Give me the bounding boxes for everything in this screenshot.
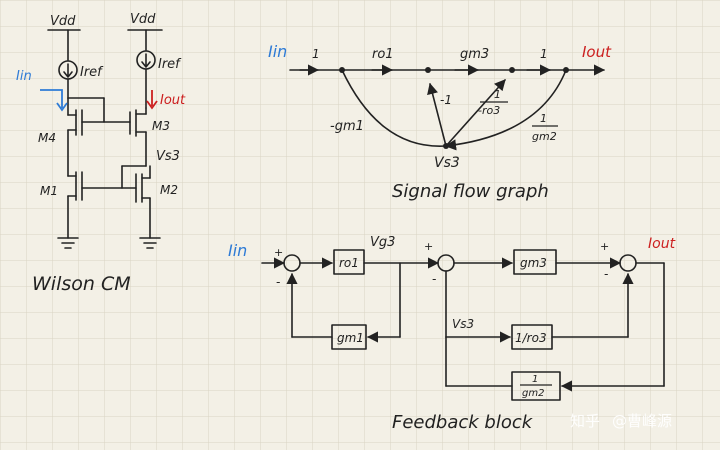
- sign-plus-1: +: [274, 246, 283, 259]
- sfg-neg-1-label: -1: [440, 93, 452, 107]
- sign-minus-3: -: [604, 267, 608, 281]
- m2-label: M2: [160, 183, 178, 197]
- wilson-caption: Wilson CM: [32, 273, 131, 295]
- fb-gm1-text: gm1: [337, 331, 364, 345]
- sfg-iout-label: Iout: [582, 43, 612, 61]
- iout-label: Iout: [160, 93, 186, 108]
- sfg-ro3-num: 1: [494, 88, 501, 101]
- sfg-gm2-den: gm2: [532, 130, 557, 143]
- iref-left-label: Iref: [80, 65, 104, 80]
- sfg-gain-1-left: 1: [312, 47, 320, 61]
- fb-caption: Feedback block: [392, 412, 534, 433]
- fb-inv-gm2-den: gm2: [522, 388, 544, 399]
- fb-inv-gm2-num: 1: [532, 374, 538, 385]
- sign-minus-2: -: [432, 272, 436, 286]
- block-ro1: [333, 249, 365, 275]
- watermark-author: @曹峰源: [612, 412, 672, 430]
- m4-label: M4: [38, 131, 56, 145]
- sign-plus-3: +: [600, 240, 609, 253]
- sfg-caption: Signal flow graph: [392, 181, 549, 202]
- vs3-circuit-label: Vs3: [156, 149, 180, 164]
- sfg-gain-1-right: 1: [540, 47, 548, 61]
- sfg-iin-label: Iin: [268, 42, 287, 61]
- sfg-vs3-label: Vs3: [434, 155, 460, 171]
- m1-label: M1: [40, 184, 58, 198]
- fb-vg3-label: Vg3: [370, 235, 395, 250]
- fb-iout-label: Iout: [648, 236, 676, 252]
- feedback-diagram: [261, 249, 665, 401]
- vdd-right-label: Vdd: [130, 12, 156, 27]
- sfg-neg-gm1-label: -gm1: [330, 119, 364, 134]
- signal-flow-graph: [289, 64, 606, 151]
- iref-right-label: Iref: [158, 57, 182, 72]
- fb-ro1-text: ro1: [339, 256, 359, 270]
- fb-inv-ro3-text: 1/ro3: [515, 331, 547, 345]
- sfg-ro1-label: ro1: [372, 47, 394, 62]
- fb-iin-label: Iin: [228, 241, 247, 260]
- watermark-site: 知乎: [570, 412, 600, 430]
- sign-plus-2: +: [424, 240, 433, 253]
- sfg-gm3-label: gm3: [460, 47, 489, 62]
- fb-gm3-text: gm3: [520, 256, 547, 270]
- sign-minus-1: -: [276, 275, 280, 289]
- wilson-circuit: [40, 29, 163, 249]
- sfg-gm2-num: 1: [540, 112, 547, 125]
- block-gm3: [513, 249, 557, 275]
- iin-label: Iin: [16, 69, 32, 84]
- sfg-ro3-den: -ro3: [478, 104, 500, 117]
- fb-vs3-label: Vs3: [452, 317, 474, 331]
- vdd-left-label: Vdd: [50, 14, 76, 29]
- m3-label: M3: [152, 119, 170, 133]
